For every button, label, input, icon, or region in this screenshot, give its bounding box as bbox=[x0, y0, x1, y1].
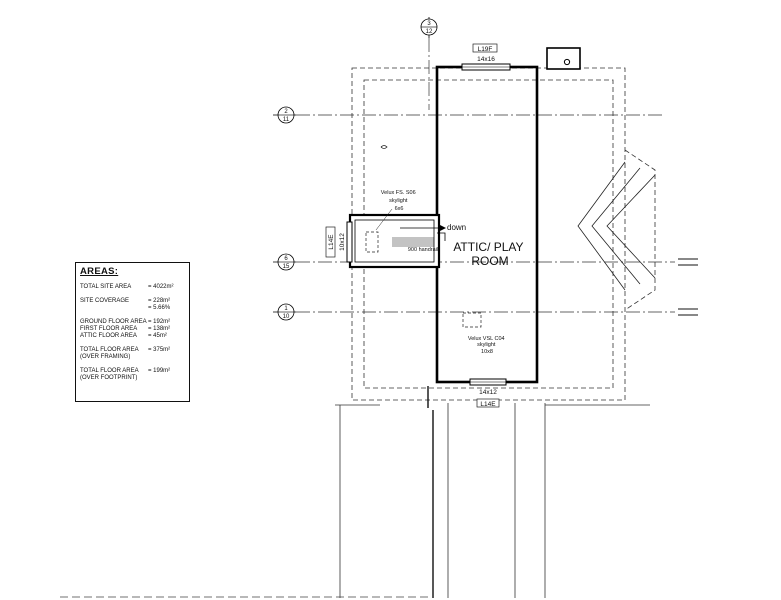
grid-marker-top: 2 bbox=[284, 109, 288, 115]
eaves-inner-outline bbox=[363, 79, 614, 389]
area-label: FIRST FLOOR AREA bbox=[80, 326, 138, 332]
grid-marker-bottom: 10 bbox=[283, 314, 290, 320]
area-row-coverage: SITE COVERAGE = 228m² bbox=[80, 298, 185, 305]
grid-marker-6-15: 6 15 bbox=[273, 253, 296, 271]
grid-marker-3-12: 3 12 bbox=[420, 17, 438, 38]
stair-handrail-label: 900 handrail bbox=[408, 247, 438, 253]
area-row-total-framing: TOTAL FLOOR AREA = 375m² bbox=[80, 347, 185, 354]
grid-marker-1-10: 1 10 bbox=[273, 303, 296, 321]
area-value: = 138m² bbox=[148, 326, 171, 332]
skylight-outline bbox=[365, 231, 379, 253]
area-value: = 4022m² bbox=[148, 284, 174, 290]
stair-arrow-head bbox=[440, 225, 446, 231]
plan-mark bbox=[380, 145, 388, 149]
stair-well-inner bbox=[354, 219, 435, 263]
door-swing bbox=[437, 232, 446, 241]
window-top-size: 14x16 bbox=[477, 56, 495, 63]
area-row-attic: ATTIC FLOOR AREA = 45m² bbox=[80, 333, 185, 340]
window-top-code: L19F bbox=[478, 46, 493, 53]
window-stair bbox=[346, 221, 353, 263]
skylight-a-label: Velux FS. S06 skylight 6x6 bbox=[381, 190, 417, 212]
grid-marker-top: 6 bbox=[284, 256, 288, 262]
window-stair-code: L14E bbox=[328, 234, 335, 250]
window-bottom-box bbox=[476, 398, 500, 408]
area-label: TOTAL SITE AREA bbox=[80, 284, 132, 290]
stair-down-label: down bbox=[447, 223, 466, 232]
areas-schedule: AREAS: TOTAL SITE AREA = 4022m² SITE COV… bbox=[75, 262, 190, 402]
skylight-b-label: Velux VSL C04 skylight 10x8 bbox=[468, 336, 506, 355]
area-value: = 192m² bbox=[148, 319, 171, 325]
chimney-flue bbox=[563, 58, 571, 66]
grid-marker-bottom: 11 bbox=[283, 117, 290, 123]
area-value: = 5.66% bbox=[148, 305, 171, 311]
area-row-total-footprint-sub: (OVER FOOTPRINT) bbox=[80, 375, 185, 382]
window-top-box bbox=[472, 43, 498, 53]
areas-title: AREAS: bbox=[80, 266, 119, 277]
skylight-leader bbox=[375, 208, 393, 231]
window-stair-box bbox=[325, 226, 336, 258]
area-label: GROUND FLOOR AREA bbox=[80, 319, 147, 325]
eaves-outline bbox=[351, 67, 626, 401]
area-row-coverage-pct: = 5.66% bbox=[80, 305, 185, 312]
dormer-outline bbox=[624, 149, 656, 311]
room-label: ATTIC/ PLAY ROOM bbox=[453, 240, 526, 268]
grid-marker-top: 1 bbox=[284, 306, 288, 312]
stair-well-wall bbox=[348, 213, 441, 269]
grid-marker-bottom: 15 bbox=[283, 264, 290, 270]
area-row-site: TOTAL SITE AREA = 4022m² bbox=[80, 284, 185, 291]
window-bottom-code: L14E bbox=[480, 401, 496, 408]
dormer-roof-line bbox=[577, 161, 626, 291]
window-bottom-size: 14x12 bbox=[479, 389, 497, 396]
area-value: = 375m² bbox=[148, 347, 171, 353]
grid-marker-2-11: 2 11 bbox=[273, 106, 296, 124]
area-label: TOTAL FLOOR AREA bbox=[80, 368, 139, 374]
area-label-sub: (OVER FRAMING) bbox=[80, 354, 131, 360]
area-label-sub: (OVER FOOTPRINT) bbox=[80, 375, 138, 381]
dormer-roof-line bbox=[606, 174, 656, 279]
dormer-roof-line bbox=[591, 167, 641, 285]
area-row-total-framing-sub: (OVER FRAMING) bbox=[80, 354, 185, 361]
skylight-outline bbox=[462, 312, 482, 328]
area-value: = 45m² bbox=[148, 333, 167, 339]
area-row-ground: GROUND FLOOR AREA = 192m² bbox=[80, 319, 185, 326]
grid-marker-bottom: 12 bbox=[426, 29, 433, 35]
grid-marker-top: 3 bbox=[427, 21, 431, 27]
area-label: TOTAL FLOOR AREA bbox=[80, 347, 139, 353]
area-value: = 228m² bbox=[148, 298, 171, 304]
area-row-first: FIRST FLOOR AREA = 138m² bbox=[80, 326, 185, 333]
chimney bbox=[546, 47, 581, 70]
area-row-total-footprint: TOTAL FLOOR AREA = 199m² bbox=[80, 368, 185, 375]
area-value: = 199m² bbox=[148, 368, 171, 374]
window-stair-size: 10x12 bbox=[339, 233, 346, 251]
area-label: ATTIC FLOOR AREA bbox=[80, 333, 137, 339]
area-label: SITE COVERAGE bbox=[80, 298, 130, 304]
